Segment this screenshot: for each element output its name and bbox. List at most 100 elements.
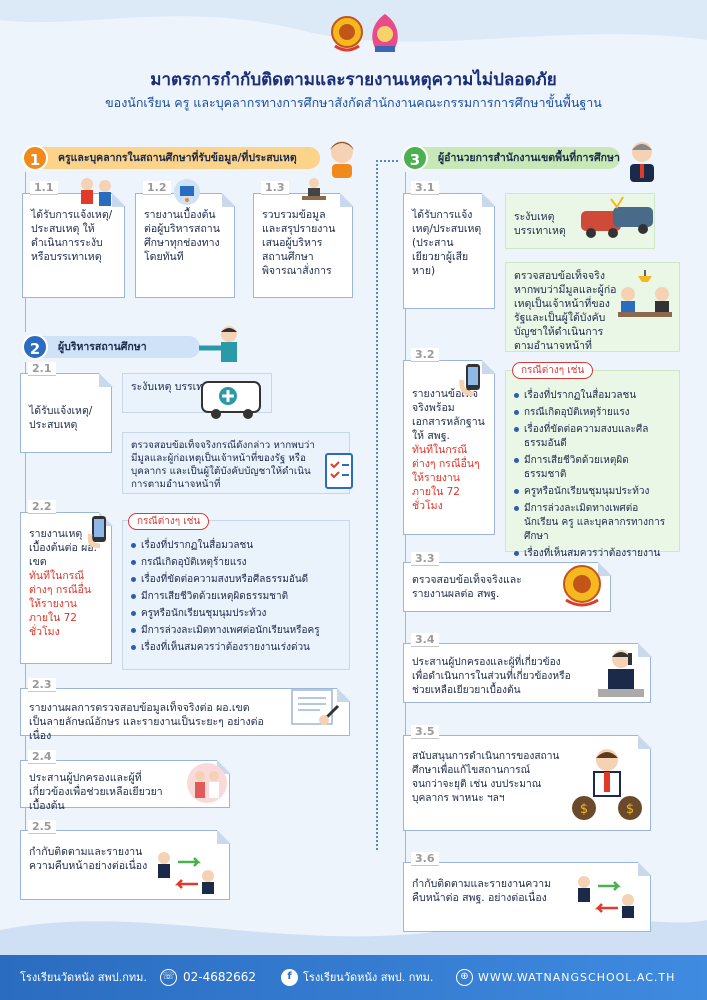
step-3-2-text: รายงานข้อเท็จจริงพร้อมเอกสารหลักฐานให้ ส…: [412, 388, 485, 442]
step-3-1-investigate-text: ตรวจสอบข้อเท็จจริงหากพบว่ามีมูลและผู้ก่อ…: [514, 270, 617, 352]
step-2-2-text: รายงานเหตุเบื้องต้นต่อ ผอ. เขต: [29, 528, 97, 568]
step-1-3-card: รวบรวมข้อมูลและสรุปรายงานเสนอผู้บริหารสถ…: [253, 192, 354, 298]
ambulance-icon: [201, 381, 261, 419]
globe-icon: ⊕: [456, 969, 473, 986]
interrogation-icon: [618, 270, 672, 317]
footer-bar: โรงเรียนวัดหนัง สพป.กทม. ☏ 02-4682662 f …: [0, 955, 707, 1000]
step-1-3-text: รวบรวมข้อมูลและสรุปรายงานเสนอผู้บริหารสถ…: [262, 209, 336, 277]
step-3-2-number: 3.2: [411, 348, 439, 362]
footer-phone[interactable]: 02-4682662: [183, 970, 257, 984]
step-3-2-cases-pill: กรณีต่างๆ เช่น: [512, 362, 594, 379]
step-2-1-card: ได้รับแจ้งเหตุ/ประสบเหตุ: [20, 372, 113, 453]
section3-title-bar: ผู้อำนวยการสำนักงานเขตพื้นที่การศึกษา: [410, 147, 620, 169]
section1-number: 1: [22, 145, 48, 171]
step-3-2-card: รายงานข้อเท็จจริงพร้อมเอกสารหลักฐานให้ ส…: [403, 359, 496, 535]
two-people-exchange-icon-2: [578, 876, 634, 918]
district-director-icon: [630, 142, 654, 182]
step-2-2-cases-pill: กรณีต่างๆ เช่น: [128, 513, 210, 530]
businessman-money-icon: $ $: [572, 749, 642, 820]
school-emblem-logo: [372, 14, 398, 52]
step-1-3-number: 1.3: [261, 181, 289, 195]
children-icon: [81, 178, 111, 206]
step-3-4-text: ประสานผู้ปกครองและผู้ที่เกี่ยวข้องเพื่อด…: [412, 657, 571, 696]
footer-facebook[interactable]: โรงเรียนวัดหนัง สพป. กทม.: [303, 971, 434, 984]
phone-hand-icon: [88, 516, 106, 548]
page-subtitle: ของนักเรียน ครู และบุคลากรทางการศึกษาสัง…: [105, 95, 602, 110]
step-3-1-text: ได้รับการแจ้งเหตุ/ประสบเหตุ (ประสานเยียว…: [412, 209, 482, 277]
step-2-1-number: 2.1: [28, 362, 56, 376]
car-accident-icon: [581, 196, 653, 238]
communication-icon: [174, 179, 200, 205]
list-item: ครูหรือนักเรียนชุมนุมประท้วง: [131, 607, 341, 621]
step-3-6-text: กำกับติดตามและรายงานความคืบหน้าต่อ สพฐ. …: [412, 878, 552, 904]
section3-title: ผู้อำนวยการสำนักงานเขตพื้นที่การศึกษา: [438, 152, 620, 164]
school-director-icon: [199, 326, 237, 362]
step-2-2-case-list: เรื่องที่ปรากฏในสื่อมวลชน กรณีเกิดอุบัติ…: [122, 520, 350, 670]
list-item: ครูหรือนักเรียนชุมนุมประท้วง: [514, 485, 671, 499]
person-at-desk-icon: [302, 178, 326, 200]
step-1-1-card: ได้รับการแจ้งเหตุ/ประสบเหตุ ให้ดำเนินการ…: [22, 192, 126, 298]
step-2-2-card: รายงานเหตุเบื้องต้นต่อ ผอ. เขต ทันทีในกร…: [20, 511, 113, 664]
step-2-2-number: 2.2: [28, 500, 56, 514]
section3-number: 3: [402, 145, 428, 171]
step-2-1-investigate-text: ตรวจสอบข้อเท็จจริงกรณีดังกล่าว หากพบว่าม…: [131, 440, 315, 490]
checklist-icon: [325, 453, 353, 489]
step-2-4-text: ประสานผู้ปกครองและผู้ที่เกี่ยวข้องเพื่อช…: [29, 772, 163, 812]
footer-website[interactable]: WWW.WATNANGSCHOOL.AC.TH: [478, 971, 676, 984]
list-item: กรณีเกิดอุบัติเหตุร้ายแรง: [514, 406, 671, 420]
list-item: มีการเสียชีวิตด้วยเหตุผิดธรรมชาติ: [514, 454, 671, 482]
phone-hand-icon-2: [459, 364, 480, 396]
phone-icon: ☏: [160, 969, 177, 986]
step-2-1-text: ได้รับแจ้งเหตุ/ประสบเหตุ: [29, 405, 93, 431]
step-2-4-number: 2.4: [28, 750, 56, 764]
step-2-1-investigate-box: ตรวจสอบข้อเท็จจริงกรณีดังกล่าว หากพบว่าม…: [122, 432, 350, 494]
step-3-3-text: ตรวจสอบข้อเท็จจริงและรายงานผลต่อ สพฐ.: [412, 574, 522, 600]
section1-title: ครูและบุคลากรในสถานศึกษาที่รับข้อมูล/ที่…: [58, 152, 297, 164]
step-3-6-number: 3.6: [411, 852, 439, 866]
list-item: เรื่องที่ปรากฏในสื่อมวลชน: [514, 389, 671, 403]
svg-text:$: $: [626, 802, 634, 817]
list-item: กรณีเกิดอุบัติเหตุร้ายแรง: [131, 556, 341, 570]
section1-title-bar: ครูและบุคลากรในสถานศึกษาที่รับข้อมูล/ที่…: [30, 147, 320, 169]
list-item: มีการล่วงละเมิดทางเพศต่อนักเรียน ครู และ…: [514, 502, 671, 544]
step-1-2-card: รายงานเบื้องต้นต่อผู้บริหารสถานศึกษาทุกช…: [135, 192, 236, 298]
step-1-2-text: รายงานเบื้องต้นต่อผู้บริหารสถานศึกษาทุกช…: [144, 209, 220, 263]
step-3-4-number: 3.4: [411, 633, 439, 647]
step-3-6-card: กำกับติดตามและรายงานความคืบหน้าต่อ สพฐ. …: [403, 861, 652, 932]
obec-seal-icon: [563, 565, 601, 607]
list-item: มีการเสียชีวิตด้วยเหตุผิดธรรมชาติ: [131, 590, 341, 604]
step-2-2-urgent-text: ทันทีในกรณีต่างๆ กรณีอื่นให้รายงานภายใน …: [29, 570, 92, 638]
step-3-1-card: ได้รับการแจ้งเหตุ/ประสบเหตุ (ประสานเยียว…: [403, 192, 496, 309]
section2-number: 2: [22, 334, 48, 360]
section2-title: ผู้บริหารสถานศึกษา: [58, 341, 147, 353]
step-1-2-number: 1.2: [143, 181, 171, 195]
step-1-1-number: 1.1: [30, 181, 58, 195]
step-2-5-number: 2.5: [28, 820, 56, 834]
man-on-phone-icon: [598, 650, 644, 697]
step-3-2-urgent-text: ทันทีในกรณีต่างๆ กรณีอื่นๆ ให้รายงานภายใ…: [412, 444, 480, 512]
step-2-3-number: 2.3: [28, 678, 56, 692]
list-item: เรื่องที่ขัดต่อความสงบและศีลธรรมอันดี: [514, 423, 671, 451]
list-item: เรื่องที่ปรากฏในสื่อมวลชน: [131, 539, 341, 553]
page-title: มาตรการกำกับติดตามและรายงานเหตุความไม่ปล…: [150, 70, 557, 90]
step-2-5-text: กำกับติดตามและรายงานความคืบหน้าอย่างต่อเ…: [29, 846, 148, 872]
step-3-1-suppress-text: ระงับเหตุ บรรเทาเหตุ: [514, 211, 566, 237]
step-3-3-number: 3.3: [411, 552, 439, 566]
list-item: มีการล่วงละเมิดทางเพศต่อนักเรียนหรือครู: [131, 624, 341, 638]
facebook-icon: f: [281, 969, 298, 986]
list-item: เรื่องที่เห็นสมควรว่าต้องรายงานเร่งด่วน: [131, 641, 341, 655]
comforting-people-icon: [187, 763, 227, 803]
teacher-icon: [330, 141, 354, 178]
step-3-5-number: 3.5: [411, 725, 439, 739]
obec-emblem-logo: [331, 16, 363, 52]
step-3-2-case-list: เรื่องที่ปรากฏในสื่อมวลชน กรณีเกิดอุบัติ…: [505, 370, 680, 573]
section2-title-bar: ผู้บริหารสถานศึกษา: [30, 336, 200, 358]
step-3-5-text: สนับสนุนการดำเนินการของสถานศึกษาเพื่อแก้…: [412, 751, 560, 804]
list-item: เรื่องที่ขัดต่อความสงบหรือศีลธรรมอันดี: [131, 573, 341, 587]
step-2-3-text: รายงานผลการตรวจสอบข้อมูลเท็จจริงต่อ ผอ.เ…: [29, 702, 264, 742]
footer-school-name: โรงเรียนวัดหนัง สพป.กทม.: [20, 971, 147, 984]
step-3-1-number: 3.1: [411, 181, 439, 195]
two-people-exchange-icon: [158, 852, 214, 894]
step-1-1-text: ได้รับการแจ้งเหตุ/ประสบเหตุ ให้ดำเนินการ…: [31, 209, 113, 263]
writing-document-icon: [291, 689, 340, 725]
